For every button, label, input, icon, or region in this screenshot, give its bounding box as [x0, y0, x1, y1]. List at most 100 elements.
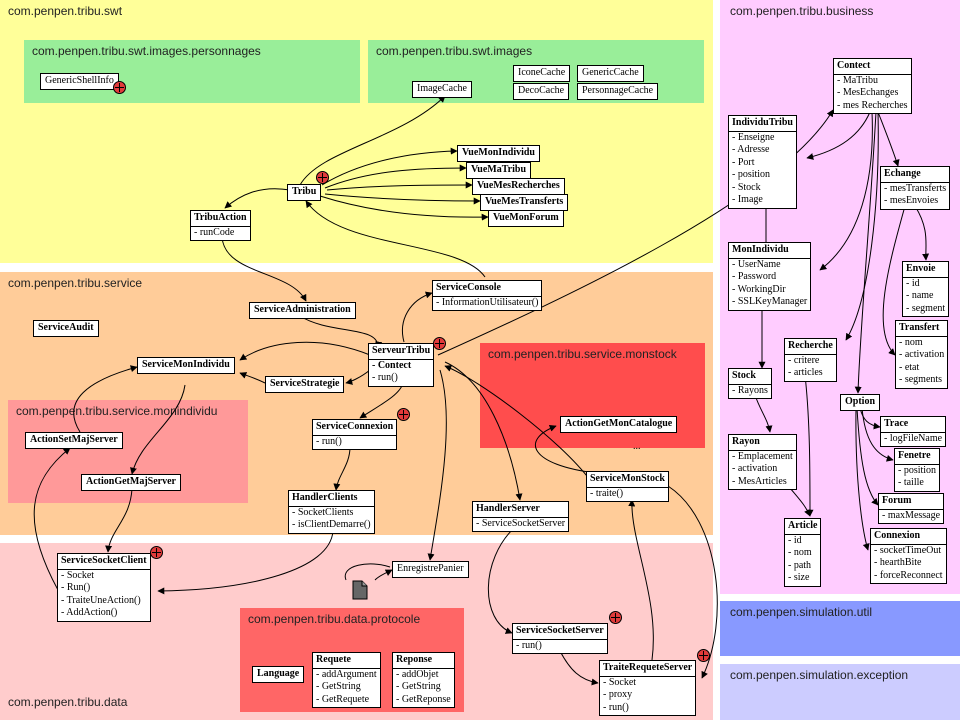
- edge-servicemonstock-serveurtribu: [444, 365, 591, 481]
- edge-tribu-tribuaction: [224, 188, 291, 209]
- plus-icon: [113, 81, 126, 94]
- edge-servicesocketclient-actionsetmajserver: [33, 447, 71, 591]
- class-name: ActionGetMonCatalogue: [565, 418, 673, 429]
- class-attribute: - mesTransferts: [884, 182, 947, 194]
- class-attribute: - Enseigne: [732, 131, 775, 143]
- class-stock[interactable]: Stock - Rayons: [728, 368, 772, 399]
- edge-tribu-vuemonindividu: [321, 147, 458, 186]
- class-attribute: - MaTribu: [837, 74, 879, 86]
- class-article[interactable]: Article - id - nom - path - size: [784, 518, 822, 587]
- class-traite-requete-server[interactable]: TraiteRequeteServer - Socket - proxy - r…: [599, 660, 697, 716]
- edge-stock-rayon: [754, 394, 773, 433]
- class-name: ServiceSocketClient: [58, 555, 150, 570]
- class-attribute: - maxMessage: [882, 509, 941, 521]
- class-connexion[interactable]: Connexion - socketTimeOut - hearthBite -…: [870, 528, 947, 584]
- class-service-console[interactable]: ServiceConsole - InformationUtilisateur(…: [432, 280, 543, 311]
- class-attribute: - position: [732, 169, 771, 180]
- class-individu-tribu[interactable]: IndividuTribu - Enseigne - Adresse - Por…: [728, 115, 797, 209]
- class-service-mon-stock[interactable]: ServiceMonStock - traite(): [586, 471, 669, 502]
- class-fenetre[interactable]: Fenetre - position - taille: [894, 448, 941, 492]
- class-generic-cache[interactable]: GenericCache: [577, 65, 644, 82]
- class-attribute: - SocketClients: [292, 506, 354, 518]
- class-vue-ma-tribu[interactable]: VueMaTribu: [466, 162, 532, 179]
- class-image-cache[interactable]: ImageCache: [412, 81, 472, 98]
- class-language[interactable]: Language: [252, 666, 305, 683]
- edge-tribu-vuemonforum: [319, 195, 489, 221]
- class-vue-mes-transferts[interactable]: VueMesTransferts: [480, 194, 569, 211]
- plus-icon: [150, 546, 163, 559]
- package-data-title: com.penpen.tribu.data: [8, 695, 128, 709]
- class-vue-mes-recherches[interactable]: VueMesRecherches: [472, 178, 565, 195]
- class-name: Rayon: [729, 436, 796, 451]
- class-service-strategie[interactable]: ServiceStrategie: [265, 376, 345, 393]
- class-attribute: - isClientDemarre(): [292, 519, 371, 530]
- class-attribute: - name: [906, 290, 934, 301]
- class-transfert[interactable]: Transfert - nom - activation - etat - se…: [895, 320, 949, 389]
- class-recherche[interactable]: Recherche - critere - articles: [784, 338, 837, 382]
- class-name: VueMonIndividu: [462, 147, 535, 158]
- plus-icon: [697, 649, 710, 662]
- class-name: ServiceMonStock: [587, 473, 668, 488]
- class-requete[interactable]: Requete - addArgument - GetString - GetR…: [312, 652, 381, 708]
- class-trace[interactable]: Trace - logFileName: [880, 416, 947, 447]
- class-handler-server[interactable]: HandlerServer - ServiceSocketServer: [472, 501, 570, 532]
- class-attribute: - nom: [788, 547, 812, 558]
- class-deco-cache[interactable]: DecoCache: [513, 83, 570, 100]
- class-envoie[interactable]: Envoie - id - name - segment: [902, 261, 950, 317]
- class-attribute: - critere: [788, 354, 820, 366]
- class-tribu[interactable]: Tribu: [287, 184, 322, 201]
- class-rayon[interactable]: Rayon - Emplacement - activation - MesAr…: [728, 434, 797, 490]
- class-action-get-mon-catalogue[interactable]: ActionGetMonCatalogue: [560, 416, 678, 433]
- class-vue-mon-individu[interactable]: VueMonIndividu: [457, 145, 540, 162]
- class-attribute: - logFileName: [884, 432, 943, 444]
- class-attribute: - traite(): [590, 487, 624, 499]
- class-enregistre-panier[interactable]: EnregistrePanier: [392, 561, 469, 578]
- class-contect[interactable]: Contect - MaTribu - MesEchanges - mes Re…: [833, 58, 912, 114]
- class-echange[interactable]: Echange - mesTransferts - mesEnvoies: [880, 166, 951, 210]
- class-attribute: - mes Recherches: [837, 99, 908, 111]
- class-name: Echange: [881, 168, 950, 183]
- class-tribu-action[interactable]: TribuAction - runCode: [190, 210, 251, 241]
- package-personnages-title: com.penpen.tribu.swt.images.personnages: [32, 44, 261, 58]
- class-action-set-maj-server[interactable]: ActionSetMajServer: [25, 432, 123, 449]
- class-generic-shell-info[interactable]: GenericShellInfo: [40, 73, 119, 90]
- class-service-administration[interactable]: ServiceAdministration: [249, 302, 356, 319]
- class-option[interactable]: Option: [840, 394, 881, 411]
- class-personnage-cache[interactable]: PersonnageCache: [577, 83, 659, 100]
- class-forum[interactable]: Forum - maxMessage: [878, 493, 945, 524]
- class-name: HandlerServer: [473, 503, 569, 518]
- class-attribute: - Adresse: [732, 144, 770, 155]
- package-simulation-exception: com.penpen.simulation.exception: [720, 664, 960, 720]
- class-service-connexion[interactable]: ServiceConnexion - run(): [312, 419, 398, 450]
- package-personnages: com.penpen.tribu.swt.images.personnages: [24, 40, 360, 103]
- class-attribute: - runCode: [194, 226, 235, 238]
- class-attribute: - InformationUtilisateur(): [436, 296, 539, 308]
- class-attribute: - MesArticles: [732, 475, 787, 487]
- edge-servicesocketserver-traiterequeteserver: [559, 650, 599, 686]
- class-service-audit[interactable]: ServiceAudit: [33, 320, 99, 337]
- edge-echange-envoie: [914, 205, 930, 261]
- class-action-get-maj-server[interactable]: ActionGetMajServer: [81, 474, 181, 491]
- class-attribute: - segments: [899, 374, 943, 385]
- class-icone-cache[interactable]: IconeCache: [513, 65, 571, 82]
- class-vue-mon-forum[interactable]: VueMonForum: [488, 210, 564, 227]
- class-name: Trace: [881, 418, 946, 433]
- class-mon-individu[interactable]: MonIndividu - UserName - Password - Work…: [728, 242, 812, 311]
- class-service-socket-server[interactable]: ServiceSocketServer - run(): [512, 623, 608, 654]
- class-attribute: - Socket: [61, 569, 95, 581]
- class-service-socket-client[interactable]: ServiceSocketClient - Socket - Run() - T…: [57, 553, 151, 622]
- class-name: Recherche: [785, 340, 836, 355]
- edge-option-fenetre: [861, 407, 894, 462]
- class-name: ImageCache: [417, 83, 467, 94]
- class-name: Language: [257, 668, 300, 679]
- class-handler-clients[interactable]: HandlerClients - SocketClients - isClien…: [288, 490, 375, 534]
- edge-tribu-vuematribu: [324, 164, 467, 189]
- class-reponse[interactable]: Reponse - addObjet - GetString - GetRepo…: [392, 652, 455, 708]
- edge-serviceconsole-tribu: [305, 200, 486, 278]
- class-serveur-tribu[interactable]: ServeurTribu - Contect - run(): [368, 343, 435, 387]
- class-name: Transfert: [896, 322, 948, 337]
- class-name: VueMonForum: [493, 212, 559, 223]
- class-attribute: - Emplacement: [732, 450, 793, 462]
- class-name: ServiceConnexion: [313, 421, 397, 436]
- class-service-mon-individu[interactable]: ServiceMonIndividu: [137, 357, 235, 374]
